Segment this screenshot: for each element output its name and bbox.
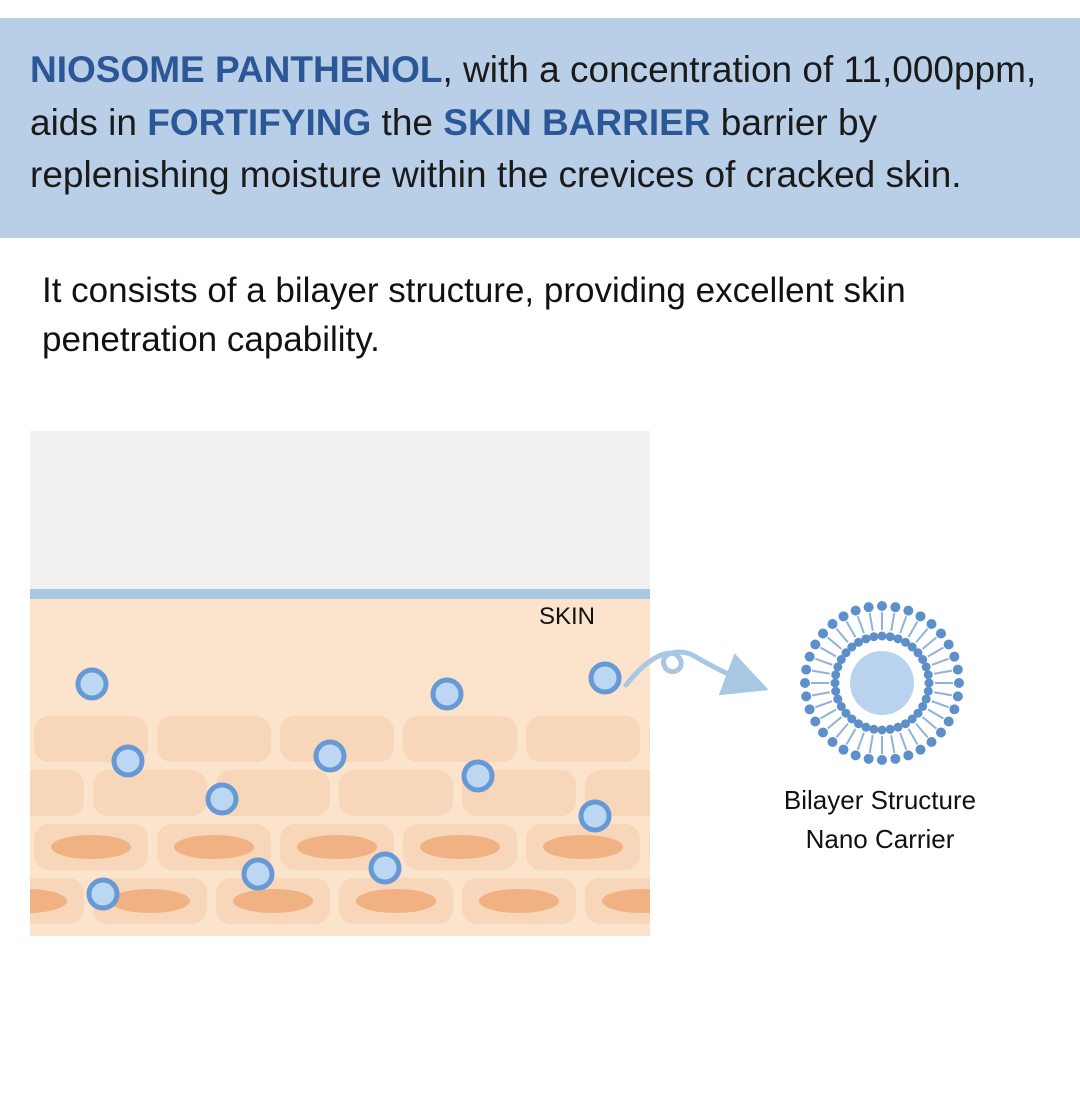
bilayer-caption-line2: Nano Carrier	[805, 823, 955, 854]
above-skin-area	[30, 430, 650, 589]
banner-segment-5: barrier by replenishing moisture within …	[30, 101, 962, 196]
skin-label: SKIN	[538, 602, 595, 630]
bilayer-rings	[800, 600, 964, 765]
intro-text: It consists of a bilayer structure, prov…	[42, 270, 906, 360]
banner-segment-fortifying: FORTIFYING	[147, 101, 372, 143]
arrow-path	[623, 649, 769, 696]
niosome-particles	[75, 661, 622, 911]
banner-segment-1: , with a concentration of 11,000ppm, aid…	[30, 49, 1037, 143]
banner-text: NIOSOME PANTHENOL, with a concentration …	[30, 44, 1050, 202]
header-banner: NIOSOME PANTHENOL, with a concentration …	[0, 18, 1080, 238]
banner-segment-niosome-panthenol: NIOSOME PANTHENOL	[30, 49, 443, 90]
skin-penetration-diagram: SKIN Bilayer Structure Nano Carrier	[0, 430, 1080, 1007]
skin-cross-section-illustration	[30, 430, 650, 936]
banner-segment-3: the	[371, 101, 444, 143]
banner-segment-skin-barrier: SKIN BARRIER	[443, 101, 711, 143]
bilayer-structure-diagram	[800, 600, 964, 765]
curly-arrow-icon	[623, 649, 769, 696]
skin-cells-layer	[30, 715, 650, 924]
bilayer-caption-line1: Bilayer Structure	[783, 784, 977, 815]
bilayer-caption: Bilayer Structure Nano Carrier	[735, 781, 1025, 859]
skin-surface-line	[30, 588, 650, 599]
